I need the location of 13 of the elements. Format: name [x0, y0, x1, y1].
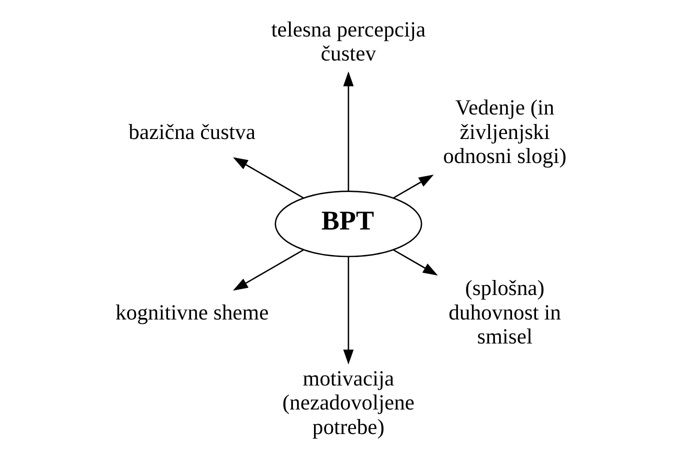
node-text: telesna percepcija čustev: [270, 17, 426, 66]
arrow: [392, 174, 434, 199]
node-text: bazična čustva: [128, 120, 255, 144]
node-text: motivacija (nezadovoljene potrebe): [282, 366, 414, 439]
node-text: (splošna) duhovnost in smisel: [448, 276, 561, 349]
node-text: kognitivne sheme: [114, 300, 268, 324]
arrow: [342, 256, 354, 365]
arrow: [232, 249, 304, 291]
arrow: [392, 249, 438, 276]
node-text: Vedenje (in življenjski odnosni slogi): [442, 95, 566, 168]
node-ellipse: BPT: [274, 190, 422, 258]
arrow: [232, 157, 304, 199]
arrow: [342, 71, 354, 192]
